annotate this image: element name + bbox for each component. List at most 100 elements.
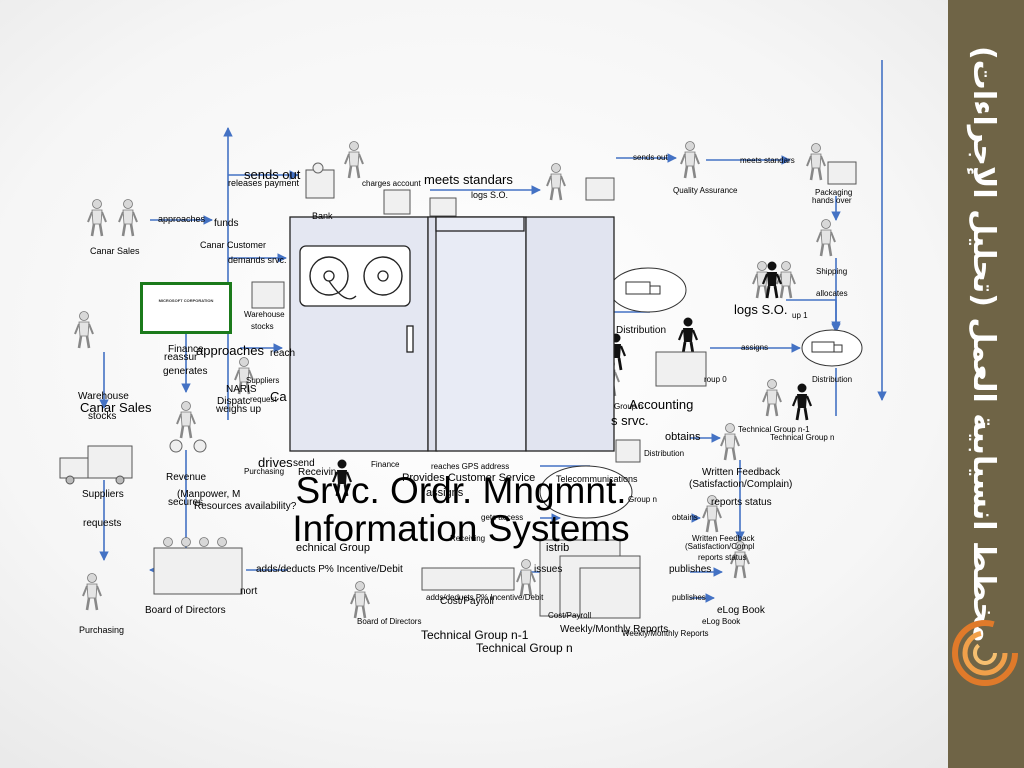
label-sends-out-small: sends out	[633, 153, 668, 162]
label-naris: NARIS	[226, 384, 257, 395]
workflow-canvas	[59, 60, 887, 620]
label-hands-over: hands over	[812, 196, 852, 205]
label-technical-group-n1: Technical Group n-1	[421, 628, 529, 642]
label-revenue: Revenue	[166, 472, 207, 483]
label-warehouse-small: Warehouse	[244, 310, 285, 319]
label-secures: secures	[168, 497, 204, 508]
label-meets-standards: meets standars	[424, 172, 513, 187]
label-distribution-small2: Distribution	[644, 449, 685, 458]
label-meets-standards-small: meets standars	[740, 156, 795, 165]
label-bank: Bank	[312, 211, 333, 221]
label-requests: requests	[83, 518, 122, 529]
label-group0: roup 0	[704, 375, 727, 384]
label-generates: generates	[163, 366, 208, 377]
label-reaches-gps: reaches GPS address	[431, 462, 510, 471]
label-assigns-right: assigns	[741, 343, 769, 352]
equipment	[59, 161, 857, 619]
label-weighs-up: weighs up	[216, 404, 262, 415]
label-cost-payroll: Cost/Payroll	[440, 596, 494, 607]
label-send-frag: send	[293, 458, 315, 469]
certificate-image: MICROSOFT CORPORATION	[140, 282, 232, 334]
server-cabinet	[289, 216, 615, 452]
label-provides-customer-service: Provides Customer Service	[402, 472, 536, 484]
label-funds: funds	[214, 218, 239, 229]
label-sends-out: sends out	[244, 167, 301, 182]
label-issues: issues	[534, 564, 563, 575]
label-publishes-big: publishes	[669, 564, 712, 575]
label-ca-frag: Ca	[270, 389, 287, 404]
label-distribution-frag: istrib	[546, 542, 570, 554]
label-dispatch-frag: Dispatc	[217, 396, 251, 407]
label-adds-deducts: adds/deducts P% Incentive/Debit	[256, 564, 403, 575]
label-stocks-left: stocks	[88, 411, 117, 422]
swirl-logo-icon	[952, 620, 1018, 686]
label-publishes-small: publishes	[672, 593, 706, 602]
label-packaging: Packaging	[815, 188, 853, 197]
label-receiving-small: Receiving	[450, 534, 486, 543]
label-receiving-frag: Receivin	[298, 467, 337, 478]
sidebar-title: مخطط انسيابية العمل (تحليل الإجراءات)	[966, 46, 1001, 643]
label-demands-srvc: demands srvc.	[228, 255, 287, 265]
label-reach-frag: reach	[270, 348, 296, 359]
label-shipping: Shipping	[816, 267, 848, 276]
label-canar-sales-small: Canar Sales	[90, 246, 140, 256]
label-releases-payment: releases payment	[228, 178, 300, 188]
label-tech-n1-right: Technical Group n-1	[738, 425, 810, 434]
label-reports-status-big: reports status	[711, 497, 772, 508]
label-approaches-big: approaches	[196, 343, 264, 358]
label-telecommunications: Telecommunications	[556, 474, 638, 484]
label-group-n-small: Group n	[628, 495, 657, 504]
label-warehouse-left: Warehouse	[78, 391, 129, 402]
label-board-small: Board of Directors	[357, 617, 422, 626]
label-tech-n-right: Technical Group n	[770, 433, 835, 442]
label-approaches-small: approaches	[158, 214, 206, 224]
label-finance-frag: Finance	[168, 344, 204, 355]
label-accounting: Accounting	[629, 397, 694, 412]
label-suppliers-small: Suppliers	[246, 376, 280, 385]
label-allocates: allocates	[816, 289, 848, 298]
label-canar-sales-big: Canar Sales	[80, 400, 152, 415]
label-assigns-mid: assigns	[426, 487, 464, 499]
label-suppliers-left: Suppliers	[82, 489, 124, 500]
label-purchasing-small: Purchasing	[244, 467, 285, 476]
slide-title-line2: Information Systems	[292, 507, 630, 549]
label-gets-access: gets access	[481, 513, 524, 522]
label-logs-so-top: logs S.O.	[471, 190, 509, 200]
label-drives-frag: drives	[258, 455, 293, 470]
label-distribution-right: Distribution	[812, 375, 853, 384]
certificate-text: MICROSOFT CORPORATION	[158, 298, 214, 303]
label-s-srvc: s srvc.	[611, 413, 649, 428]
label-nort-frag: nort	[240, 586, 258, 597]
label-adds-deducts-small: adds/deducts P% Incentive/Debit	[426, 593, 544, 602]
label-group-frag: Group n	[614, 402, 643, 411]
label-written-feedback-small: Written Feedback	[692, 534, 755, 543]
label-satisfaction-small: (Satisfaction/Compl	[685, 542, 755, 551]
label-weekly-reports-small: Weekly/Monthly Reports	[622, 629, 709, 638]
label-elog-book: eLog Book	[717, 605, 765, 616]
slide-title-line1: Srvc. Ordr. Mngmnt.	[295, 470, 627, 511]
label-request-frag: request	[250, 395, 277, 404]
label-finance-small: Finance	[371, 460, 400, 469]
label-purchasing-left: Purchasing	[79, 625, 125, 635]
money-icons	[169, 162, 324, 453]
label-reports-status-small: reports status	[698, 553, 747, 562]
flow-arrows	[99, 60, 887, 603]
label-resources-availability: Resources availability?	[194, 501, 297, 512]
label-technical-group-frag: echnical Group	[296, 542, 370, 554]
label-canar-customer: Canar Customer	[200, 240, 267, 250]
label-elog-book-small: eLog Book	[702, 617, 741, 626]
label-up1: up 1	[792, 311, 808, 320]
label-logs-so-big: logs S.O.	[734, 302, 788, 317]
label-obtains-small: obtains	[672, 513, 698, 522]
slide-title: Srvc. Ordr. Mngmnt. Information Systems	[246, 472, 676, 547]
label-charges-account: charges account	[362, 179, 421, 188]
label-weekly-reports: Weekly/Monthly Reports	[560, 624, 669, 635]
label-manpower: (Manpower, M	[177, 489, 241, 500]
label-cost-payroll-small: Cost/Payroll	[548, 611, 592, 620]
label-reassure-frag: reassur	[164, 352, 198, 363]
label-technical-group-n: Technical Group n	[476, 641, 573, 655]
label-obtains-big: obtains	[665, 431, 701, 443]
shipping-ellipses	[539, 267, 863, 519]
label-written-feedback: Written Feedback	[702, 467, 781, 478]
label-stocks-small: stocks	[251, 322, 274, 331]
